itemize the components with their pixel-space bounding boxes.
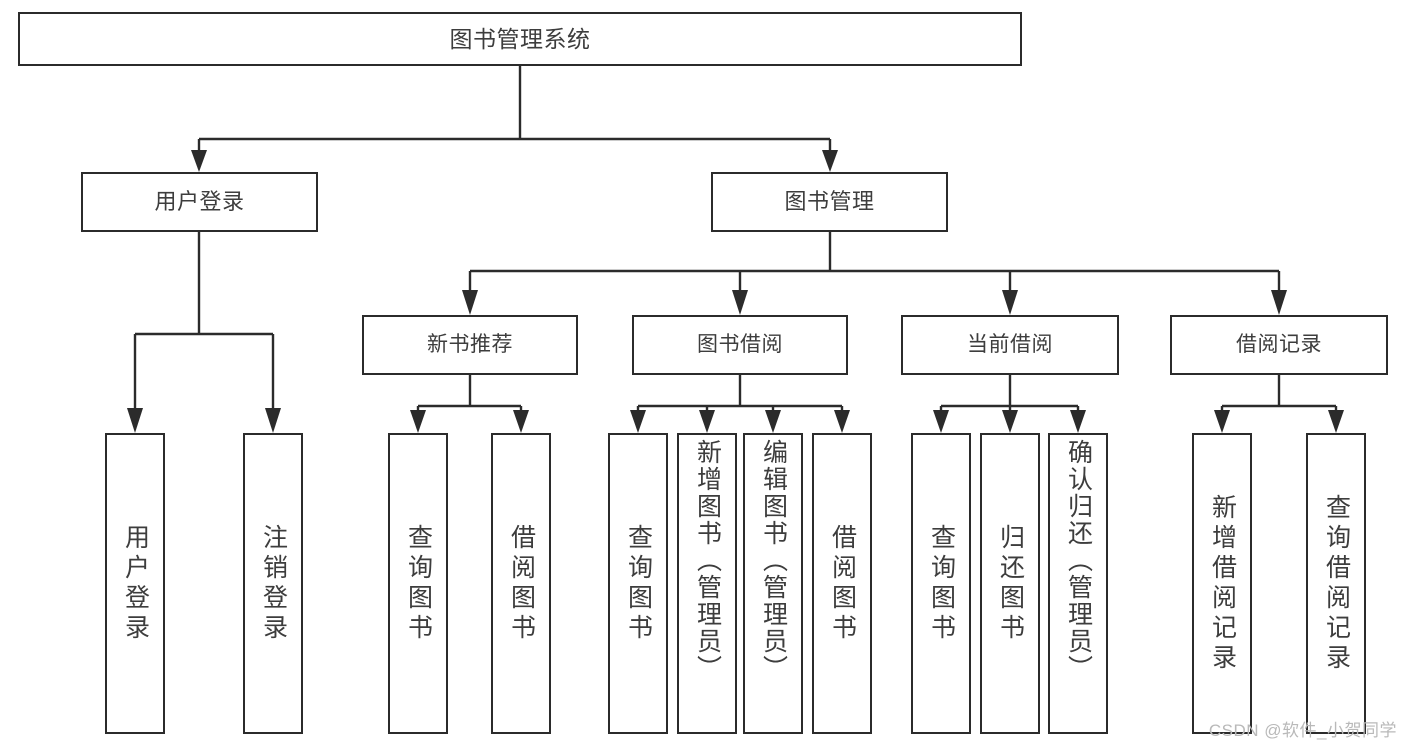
leaf-current-borrow-confirm-return-label: 确认归还（管理员） — [1064, 439, 1093, 682]
leaf-user-login-logout[interactable]: 注销登录 — [243, 433, 303, 734]
leaf-current-borrow-return[interactable]: 归还图书 — [980, 433, 1040, 734]
leaf-book-borrow-borrow[interactable]: 借阅图书 — [812, 433, 872, 734]
node-user-login[interactable]: 用户登录 — [81, 172, 318, 232]
arrow-cb-leaf-3 — [1070, 410, 1086, 433]
leaf-borrow-record-query[interactable]: 查询借阅记录 — [1306, 433, 1366, 734]
arrow-current-borrow — [1002, 290, 1018, 315]
leaf-book-borrow-borrow-label: 借阅图书 — [828, 523, 857, 644]
arrow-br-leaf-2 — [1328, 410, 1344, 433]
leaf-borrow-record-query-label: 查询借阅记录 — [1322, 493, 1351, 674]
leaf-current-borrow-query-label: 查询图书 — [927, 523, 956, 644]
leaf-current-borrow-return-label: 归还图书 — [996, 523, 1025, 644]
leaf-book-borrow-add-label: 新增图书（管理员） — [693, 439, 722, 682]
leaf-user-login-login-label: 用户登录 — [121, 523, 150, 644]
arrow-borrow-record — [1271, 290, 1287, 315]
node-book-manage-label: 图书管理 — [784, 189, 875, 215]
arrow-bb-leaf-1 — [630, 410, 646, 433]
leaf-new-book-query-label: 查询图书 — [404, 523, 433, 644]
node-borrow-record[interactable]: 借阅记录 — [1170, 315, 1388, 375]
arrow-bb-leaf-4 — [834, 410, 850, 433]
arrow-ul-leaf-2 — [265, 408, 281, 433]
arrow-new-book-recommend — [462, 290, 478, 315]
arrow-nb-leaf-1 — [410, 410, 426, 433]
node-new-book-recommend[interactable]: 新书推荐 — [362, 315, 578, 375]
arrow-ul-leaf-1 — [127, 408, 143, 433]
leaf-borrow-record-add[interactable]: 新增借阅记录 — [1192, 433, 1252, 734]
node-book-manage[interactable]: 图书管理 — [711, 172, 948, 232]
node-book-borrow-label: 图书借阅 — [697, 332, 783, 356]
arrow-bb-leaf-3 — [765, 410, 781, 433]
leaf-book-borrow-query-label: 查询图书 — [624, 523, 653, 644]
node-root-system[interactable]: 图书管理系统 — [18, 12, 1022, 66]
arrow-book-manage — [822, 150, 838, 172]
leaf-book-borrow-edit[interactable]: 编辑图书（管理员） — [743, 433, 803, 734]
node-current-borrow-label: 当前借阅 — [967, 332, 1053, 356]
node-borrow-record-label: 借阅记录 — [1236, 332, 1322, 356]
leaf-new-book-borrow-label: 借阅图书 — [507, 523, 536, 644]
leaf-new-book-query[interactable]: 查询图书 — [388, 433, 448, 734]
node-current-borrow[interactable]: 当前借阅 — [901, 315, 1119, 375]
arrow-nb-leaf-2 — [513, 410, 529, 433]
node-root-label: 图书管理系统 — [449, 25, 591, 52]
arrow-book-borrow — [732, 290, 748, 315]
leaf-borrow-record-add-label: 新增借阅记录 — [1208, 493, 1237, 674]
leaf-new-book-borrow[interactable]: 借阅图书 — [491, 433, 551, 734]
arrow-br-leaf-1 — [1214, 410, 1230, 433]
arrow-cb-leaf-1 — [933, 410, 949, 433]
node-book-borrow[interactable]: 图书借阅 — [632, 315, 848, 375]
leaf-current-borrow-confirm-return[interactable]: 确认归还（管理员） — [1048, 433, 1108, 734]
leaf-user-login-login[interactable]: 用户登录 — [105, 433, 165, 734]
arrow-cb-leaf-2 — [1002, 410, 1018, 433]
leaf-book-borrow-add[interactable]: 新增图书（管理员） — [677, 433, 737, 734]
leaf-book-borrow-query[interactable]: 查询图书 — [608, 433, 668, 734]
node-user-login-label: 用户登录 — [154, 189, 245, 215]
node-new-book-recommend-label: 新书推荐 — [427, 332, 513, 356]
arrow-user-login — [191, 150, 207, 172]
leaf-current-borrow-query[interactable]: 查询图书 — [911, 433, 971, 734]
leaf-user-login-logout-label: 注销登录 — [259, 523, 288, 644]
leaf-book-borrow-edit-label: 编辑图书（管理员） — [759, 439, 788, 682]
arrow-bb-leaf-2 — [699, 410, 715, 433]
